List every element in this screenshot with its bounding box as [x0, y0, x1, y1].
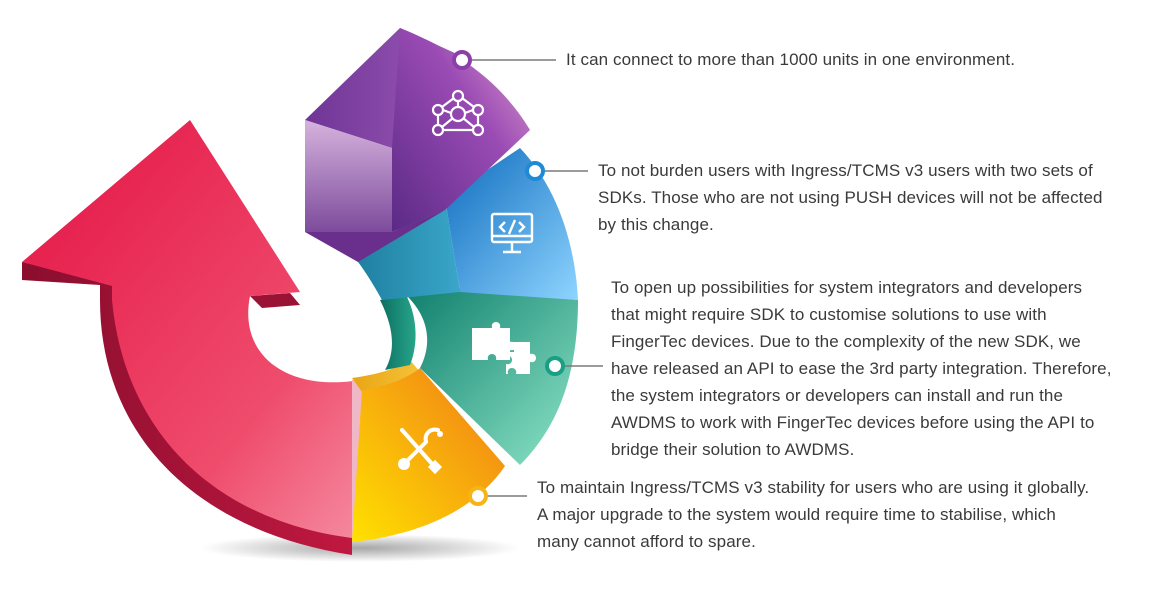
connector-4 — [468, 486, 527, 506]
connector-3 — [545, 356, 603, 376]
note-line: many cannot afford to spare. — [537, 532, 756, 551]
note-line: To open up possibilities for system inte… — [611, 278, 1083, 297]
note-line: SDKs. Those who are not using PUSH devic… — [598, 188, 1103, 207]
note-line: AWDMS to work with FingerTec devices bef… — [611, 413, 1095, 432]
red-arrow-head-side — [250, 293, 300, 308]
red-arrow-face — [22, 120, 360, 538]
tools-icon — [398, 427, 443, 475]
segment-teal — [380, 288, 578, 465]
note-line: by this change. — [598, 215, 714, 234]
segment-teal-inner — [380, 295, 416, 370]
note-connectivity: It can connect to more than 1000 units i… — [566, 46, 1015, 73]
note-line: It can connect to more than 1000 units i… — [566, 50, 1016, 69]
note-line: bridge their solution to AWDMS. — [611, 440, 855, 459]
network-icon — [431, 89, 485, 137]
segment-yellow-inner — [352, 360, 420, 392]
note-line: FingerTec devices. Due to the complexity… — [611, 332, 1081, 351]
note-line: that might require SDK to customise solu… — [611, 305, 1047, 324]
segment-teal-face — [406, 288, 578, 465]
ground-shadow — [200, 534, 520, 562]
segment-blue — [355, 148, 578, 300]
note-integration: To open up possibilities for system inte… — [611, 274, 1112, 463]
note-line: A major upgrade to the system would requ… — [537, 505, 1056, 524]
segment-purple-lower — [305, 210, 445, 262]
connector-2 — [525, 161, 588, 181]
segment-purple-side — [305, 120, 392, 232]
red-arrow-side — [22, 262, 352, 555]
note-line: To maintain Ingress/TCMS v3 stability fo… — [537, 478, 1090, 497]
note-line: the system integrators or developers can… — [611, 386, 1064, 405]
segment-blue-face — [445, 148, 578, 300]
connector-1 — [452, 50, 556, 70]
note-stability: To maintain Ingress/TCMS v3 stability fo… — [537, 474, 1089, 555]
segment-purple — [305, 28, 530, 262]
puzzle-icon — [472, 322, 536, 374]
segment-yellow-face — [352, 368, 505, 542]
segment-yellow — [352, 360, 505, 542]
note-line: To not burden users with Ingress/TCMS v3… — [598, 161, 1093, 180]
note-line: have released an API to ease the 3rd par… — [611, 359, 1112, 378]
segment-blue-inner — [355, 198, 460, 300]
code-monitor-icon — [490, 212, 534, 254]
note-sdk-burden: To not burden users with Ingress/TCMS v3… — [598, 157, 1103, 238]
